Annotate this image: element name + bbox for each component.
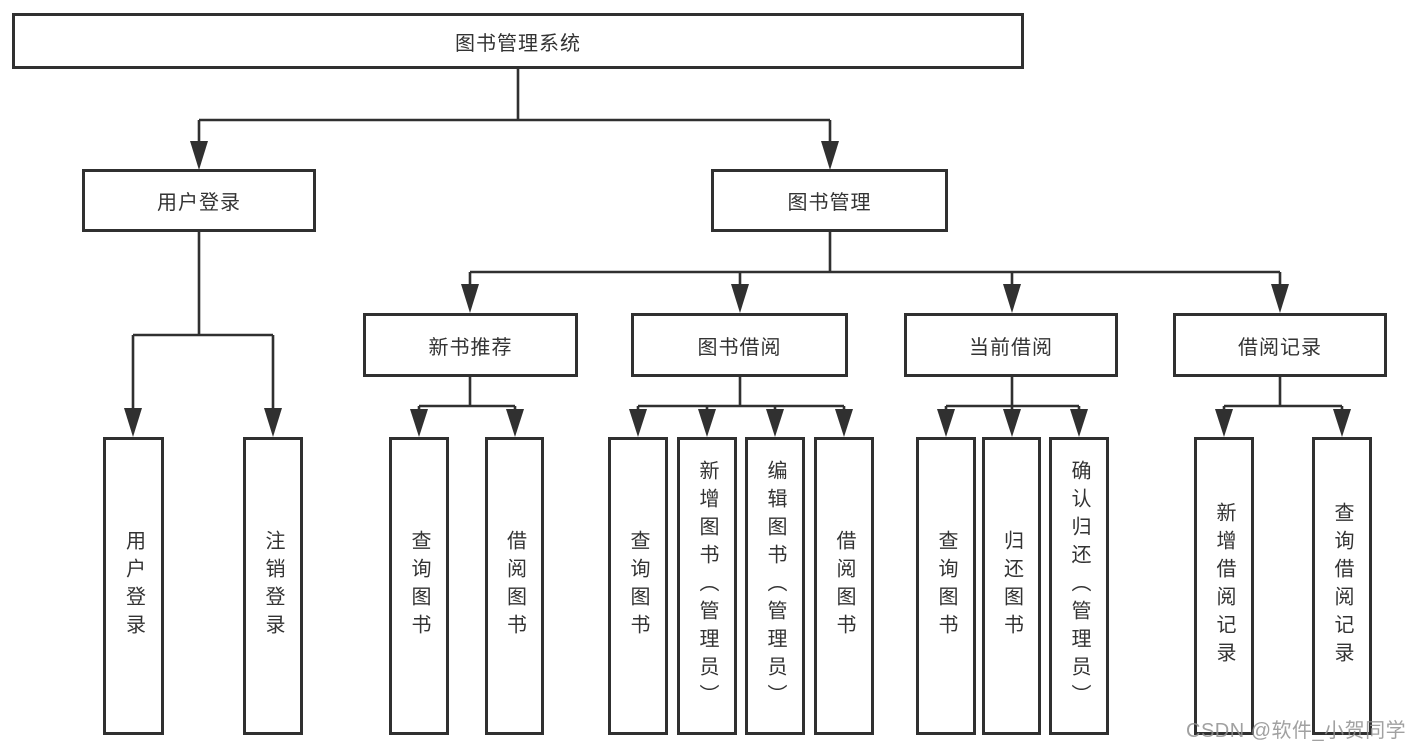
leaf-edit-books-admin: 编辑图书（管理员） [745, 437, 805, 735]
node-label: 当前借阅 [969, 336, 1053, 359]
csdn-watermark: CSDN @软件_小贺同学 [1186, 720, 1405, 742]
leaf-query-books-recommend: 查询图书 [389, 437, 449, 735]
leaf-borrow-books: 借阅图书 [814, 437, 874, 735]
node-label: 用户登录 [157, 192, 241, 214]
leaf-borrow-books-recommend: 借阅图书 [485, 437, 544, 735]
node-label: 新书推荐 [428, 336, 513, 359]
node-current-borrow: 当前借阅 [904, 313, 1118, 377]
node-label: 新增图书（管理员） [696, 460, 718, 712]
node-label: 借阅图书 [833, 530, 855, 642]
node-label: 图书管理系统 [455, 32, 581, 55]
node-label: 借阅图书 [503, 530, 526, 642]
leaf-query-books-current: 查询图书 [916, 437, 976, 735]
arrowheads [124, 141, 1351, 437]
node-label: 借阅记录 [1238, 336, 1322, 359]
node-label: 用户登录 [122, 530, 145, 642]
leaf-user-login: 用户登录 [103, 437, 164, 735]
leaf-add-books-admin: 新增图书（管理员） [677, 437, 737, 735]
node-label: 查询图书 [627, 530, 649, 642]
node-label: 归还图书 [1000, 530, 1023, 642]
leaf-confirm-return-admin: 确认归还（管理员） [1049, 437, 1109, 735]
node-new-book-recommend: 新书推荐 [363, 313, 578, 377]
node-book-management: 图书管理 [711, 169, 948, 232]
node-label: 注销登录 [262, 530, 284, 642]
node-label: 查询图书 [935, 530, 957, 642]
leaf-query-books-borrow: 查询图书 [608, 437, 668, 735]
leaf-query-borrow-record: 查询借阅记录 [1312, 437, 1372, 735]
leaf-return-books: 归还图书 [982, 437, 1041, 735]
node-label: 确认归还（管理员） [1068, 460, 1090, 712]
node-label: 查询借阅记录 [1331, 502, 1353, 670]
node-label: 编辑图书（管理员） [764, 460, 786, 712]
node-user-login-group: 用户登录 [82, 169, 316, 232]
node-label: 图书借阅 [697, 336, 782, 359]
node-book-borrow: 图书借阅 [631, 313, 848, 377]
node-label: 图书管理 [787, 192, 872, 214]
node-label: 查询图书 [408, 530, 430, 642]
leaf-add-borrow-record: 新增借阅记录 [1194, 437, 1254, 735]
node-root-system: 图书管理系统 [12, 13, 1024, 69]
node-borrow-records: 借阅记录 [1173, 313, 1387, 377]
node-label: 新增借阅记录 [1213, 502, 1235, 670]
leaf-logout: 注销登录 [243, 437, 303, 735]
